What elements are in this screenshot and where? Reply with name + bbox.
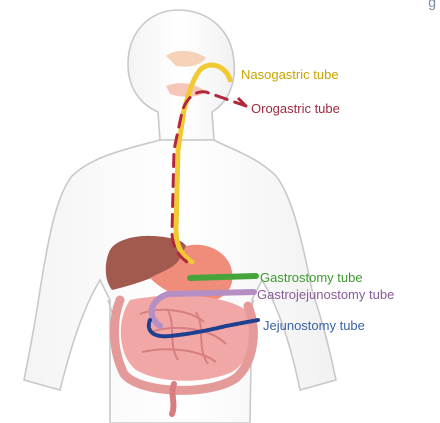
corner-text: g — [428, 0, 436, 10]
gastrostomy-tube-line — [190, 276, 256, 278]
rectum — [172, 384, 174, 414]
jejunostomy-tube-label: Jejunostomy tube — [263, 318, 365, 333]
small-intestine — [121, 295, 251, 380]
nasogastric-tube-label: Nasogastric tube — [241, 67, 339, 82]
gastrojejunostomy-tube-label: Gastrojejunostomy tube — [257, 287, 394, 302]
orogastric-tube-label: Orogastric tube — [251, 101, 340, 116]
gastrostomy-tube-label: Gastrostomy tube — [260, 270, 363, 285]
